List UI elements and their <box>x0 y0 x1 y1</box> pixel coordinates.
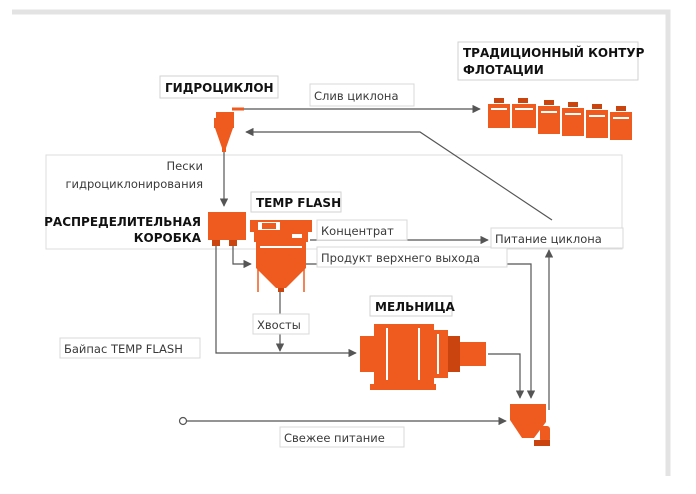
title-flotation-line1: ТРАДИЦИОННЫЙ КОНТУР <box>463 45 645 60</box>
label-concentrate-box: Концентрат <box>316 219 408 241</box>
ball-mill-icon <box>360 324 486 390</box>
label-cyclone-sands-box: Пески гидроциклонирования <box>65 159 203 191</box>
label-tailings-box: Хвосты <box>252 313 310 335</box>
label-cyclone-overflow: Слив циклона <box>314 89 399 103</box>
cyclone-feed-return-line <box>245 127 553 221</box>
label-tailings: Хвосты <box>257 318 301 332</box>
title-distribution-line1: РАСПРЕДЕЛИТЕЛЬНАЯ <box>44 215 201 229</box>
flotation-cells-icon <box>488 98 632 140</box>
title-distribution-line2: КОРОБКА <box>134 231 202 245</box>
title-temp-flash-box: TEMP FLASH <box>250 191 342 213</box>
title-mill-box: МЕЛЬНИЦА <box>369 295 455 317</box>
label-sands-line2: гидроциклонирования <box>65 177 203 191</box>
title-hydrocyclone: ГИДРОЦИКЛОН <box>165 81 274 95</box>
label-cyclone-overflow-box: Слив циклона <box>309 83 415 107</box>
title-hydrocyclone-box: ГИДРОЦИКЛОН <box>159 75 279 99</box>
label-fresh-feed: Свежее питание <box>284 431 385 445</box>
outer-frame <box>12 9 671 476</box>
label-bypass-box: Байпас TEMP FLASH <box>59 337 201 359</box>
title-flotation-box: ТРАДИЦИОННЫЙ КОНТУР ФЛОТАЦИИ <box>457 41 645 81</box>
bypass-line <box>215 246 357 358</box>
hydrocyclone-icon <box>214 107 244 152</box>
title-distribution-box: РАСПРЕДЕЛИТЕЛЬНАЯ КОРОБКА <box>44 215 202 245</box>
label-sands-line1: Пески <box>167 159 203 173</box>
label-cyclone-feed: Питание циклона <box>495 232 602 246</box>
title-temp-flash: TEMP FLASH <box>256 196 341 210</box>
fresh-feed-start-dot <box>178 416 188 426</box>
title-mill: МЕЛЬНИЦА <box>375 300 455 314</box>
label-top-output-box: Продукт верхнего выхода <box>316 246 508 268</box>
mill-to-sump-line <box>488 353 525 399</box>
label-cyclone-feed-box: Питание циклона <box>490 227 624 249</box>
label-concentrate: Концентрат <box>321 224 394 238</box>
title-flotation-line2: ФЛОТАЦИИ <box>463 63 544 77</box>
label-fresh-feed-box: Свежее питание <box>279 426 405 448</box>
sump-pump-icon <box>510 404 550 446</box>
distribution-box-icon <box>208 212 246 246</box>
label-bypass: Байпас TEMP FLASH <box>64 342 183 356</box>
box-to-flash-line <box>232 246 252 269</box>
flash-flotation-cell-icon <box>250 220 312 292</box>
label-top-output: Продукт верхнего выхода <box>321 251 480 265</box>
